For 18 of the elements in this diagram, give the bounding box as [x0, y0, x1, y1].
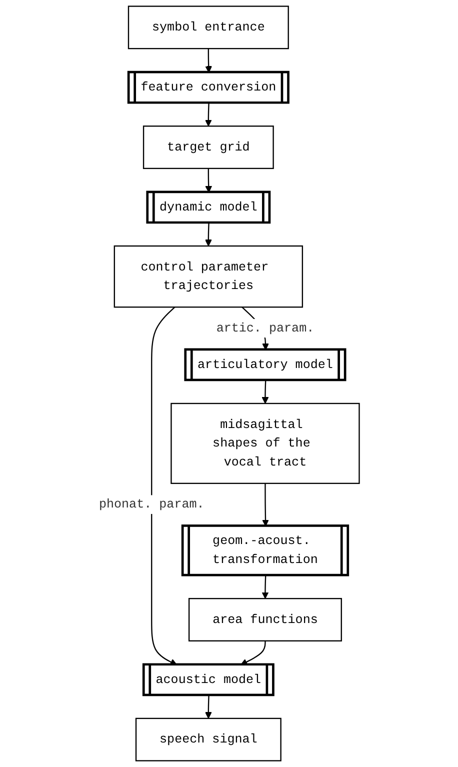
arrow: [204, 695, 212, 719]
arrow: [205, 168, 212, 193]
arrow: [262, 380, 269, 404]
node-box: target grid: [142, 126, 274, 170]
node-box: midsagittal shapes of the vocal tract: [170, 402, 360, 484]
arrow: [204, 103, 212, 126]
edge-label: artic. param.: [216, 321, 314, 336]
node-box: area functions: [188, 598, 342, 642]
arrow: [262, 575, 269, 599]
edge-label: phonat. param.: [98, 497, 204, 512]
node-box: symbol entrance: [128, 6, 289, 50]
node-box: control parameter trajectories: [114, 245, 303, 308]
arrow: [240, 640, 266, 666]
arrow: [205, 48, 212, 73]
node-box: speech signal: [135, 718, 282, 762]
arrow: [150, 306, 177, 666]
arrow: [204, 222, 212, 246]
arrow: [262, 483, 269, 526]
